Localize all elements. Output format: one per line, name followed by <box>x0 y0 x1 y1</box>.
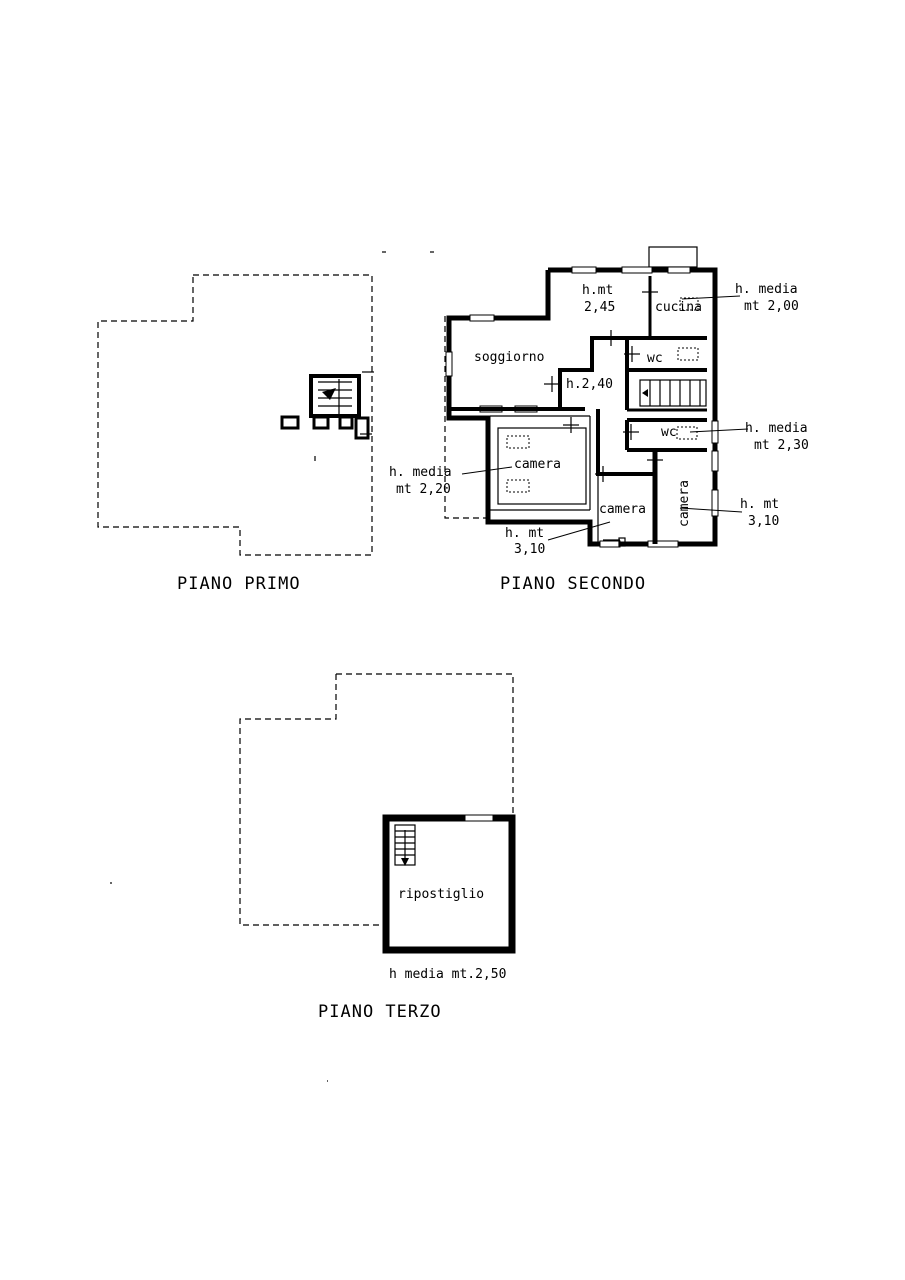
stair <box>639 379 707 407</box>
room-wc-lower: wc <box>661 425 677 440</box>
height-h240: h.2,40 <box>566 377 613 392</box>
height-media-wc-2: mt 2,30 <box>754 438 809 453</box>
room-camera-middle: camera <box>599 502 646 517</box>
piano-primo-title: PIANO PRIMO <box>177 574 301 594</box>
piano-terzo-walls <box>382 814 516 954</box>
piano-terzo-height-note: h media mt.2,50 <box>389 967 506 982</box>
piano-secondo-title: PIANO SECONDO <box>500 574 646 594</box>
height-hmt-value: 2,45 <box>584 300 615 315</box>
room-camera-left: camera <box>514 457 561 472</box>
height-media-cucina-1: h. media <box>735 282 798 297</box>
windows <box>445 266 719 548</box>
height-hmt-bottom-2: 3,10 <box>514 542 545 557</box>
height-media-wc-1: h. media <box>745 421 808 436</box>
room-wc-upper: wc <box>647 351 663 366</box>
height-media-cucina-2: mt 2,00 <box>744 299 799 314</box>
piano-primo-stair-core <box>280 371 374 461</box>
room-soggiorno: soggiorno <box>474 350 544 365</box>
chimney <box>648 246 698 268</box>
piano-terzo-plan: ripostiglio h media mt.2,50 PIANO TERZO <box>239 673 516 1022</box>
room-cucina: cucina <box>655 300 702 315</box>
piano-secondo-plan: soggiorno cucina wc wc camera camera cam… <box>382 246 809 594</box>
piano-secondo-lower-outline <box>444 316 488 519</box>
piano-terzo-outline <box>336 673 514 816</box>
height-hmt-bottom-1: h. mt <box>505 526 544 541</box>
height-media-camera-1: h. media <box>389 465 452 480</box>
height-hmt-label: h.mt <box>582 283 613 298</box>
section-markers <box>544 284 663 482</box>
height-hmt-right-1: h. mt <box>740 497 779 512</box>
height-media-camera-2: mt 2,20 <box>396 482 451 497</box>
piano-terzo-title: PIANO TERZO <box>318 1002 442 1022</box>
leader-lines <box>461 295 749 541</box>
piano-terzo-stair <box>394 824 416 866</box>
piano-primo-outline <box>97 274 373 556</box>
room-ripostiglio: ripostiglio <box>398 887 484 902</box>
piano-primo-plan: PIANO PRIMO <box>97 274 374 594</box>
height-hmt-right-2: 3,10 <box>748 514 779 529</box>
fixtures <box>506 297 699 547</box>
room-camera-right: camera <box>677 480 692 527</box>
